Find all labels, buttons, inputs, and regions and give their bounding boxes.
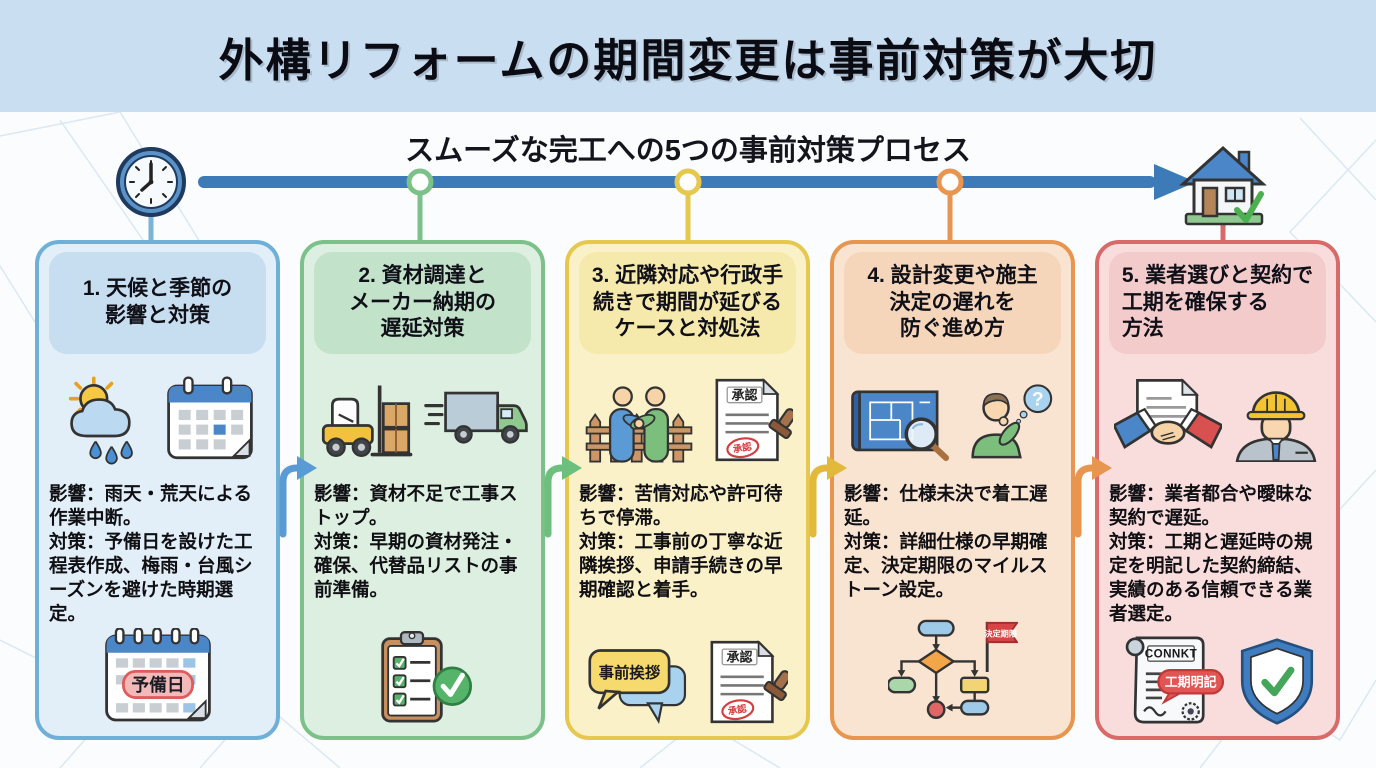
card-5-text: 影響：業者都合や曖昧な契約で遅延。 対策：工期と遅延時の規定を明記した契約締結、…: [1109, 482, 1326, 626]
greeting-bubble-label: 事前挨拶: [598, 663, 660, 682]
card-2-measure: 対策：早期の資材発注・確保、代替品リストの事前準備。: [314, 531, 518, 601]
card-1-header: 1. 天候と季節の 影響と対策: [49, 252, 266, 354]
card-4-impact: 影響：仕様未決で着工遅延。: [844, 483, 1048, 529]
card-1-bottom: 予備日: [49, 628, 266, 728]
process-subtitle: スムーズな完工への5つの事前対策プロセス: [405, 135, 971, 167]
card-neighbors: 3. 近隣対応や行政手 続きで期間が延びる ケースと対処法: [565, 240, 810, 740]
approval-doc-label: 承認: [731, 388, 757, 403]
arrow-step1-to-step2: [279, 456, 317, 538]
arrow-step2-to-step3: [544, 456, 582, 538]
contract-badge-label: 工期明記: [1164, 674, 1216, 689]
timeline-marker-2: [406, 168, 434, 196]
card-contractor: 5. 業者選びと契約で 工期を確保する 方法: [1095, 240, 1340, 740]
card-4-icons: ?: [844, 362, 1061, 478]
forklift-icon: [321, 385, 412, 458]
contract-scroll-icon: CONNKT 工期明記: [1125, 636, 1224, 724]
card-5-bottom: CONNKT 工期明記: [1109, 634, 1326, 728]
card-4-title: 4. 設計変更や施主 決定の遅れを 防ぐ進め方: [867, 263, 1038, 341]
card-4-bottom: 決定期限: [844, 618, 1061, 728]
card-1-text: 影響：雨天・荒天による作業中断。 対策：予備日を設けた工程表作成、梅雨・台風シー…: [49, 482, 266, 626]
card-materials: 2. 資材調達と メーカー納期の 遅延対策: [300, 240, 545, 740]
card-1-impact: 影響：雨天・荒天による作業中断。: [49, 483, 252, 529]
card-5-measure: 対策：工期と遅延時の規定を明記した契約締結、実績のある信頼できる業者選定。: [1109, 531, 1313, 625]
card-3-title: 3. 近隣対応や行政手 続きで期間が延びる ケースと対処法: [591, 263, 784, 341]
arrow-step4-to-step5: [1074, 456, 1112, 538]
timeline-marker-3: [674, 168, 702, 196]
timeline: [116, 145, 1267, 242]
card-3-header: 3. 近隣対応や行政手 続きで期間が延びる ケースと対処法: [579, 252, 796, 354]
calendar-icon: [166, 376, 253, 460]
blueprint-magnifier-icon: [850, 390, 949, 461]
checklist-complete-icon: [380, 631, 472, 723]
card-2-bottom: [314, 630, 531, 728]
approval-doc-label: 承認: [726, 650, 752, 665]
delivery-truck-icon: [423, 391, 528, 444]
page-title: 外構リフォームの期間変更は事前対策が大切: [218, 34, 1158, 86]
decision-flowchart-icon: 決定期限: [887, 619, 1018, 719]
card-2-text: 影響：資材不足で工事ストップ。 対策：早期の資材発注・確保、代替品リストの事前準…: [314, 482, 531, 602]
approval-stamp-document-icon: 承認 承認: [715, 378, 793, 462]
question-mark: ?: [1031, 389, 1043, 410]
timeline-marker-4: [936, 168, 964, 196]
header-band: 外構リフォームの期間変更は事前対策が大切: [0, 0, 1376, 112]
card-1-icons: [49, 362, 266, 478]
card-4-header: 4. 設計変更や施主 決定の遅れを 防ぐ進め方: [844, 252, 1061, 354]
card-1-measure: 対策：予備日を設けた工程表作成、梅雨・台風シーズンを避けた時期選定。: [49, 531, 253, 625]
shield-check-icon: [1240, 638, 1313, 725]
card-2-title: 2. 資材調達と メーカー納期の 遅延対策: [349, 263, 496, 341]
clock-icon: [116, 147, 186, 217]
arrow-step3-to-step4: [809, 456, 847, 538]
approval-stamp-label: 承認: [731, 441, 752, 456]
card-4-measure: 対策：詳細仕様の早期確定、決定期限のマイルストーン設定。: [844, 531, 1048, 601]
card-3-impact: 影響：苦情対応や許可待ちで停滞。: [579, 483, 783, 529]
card-5-impact: 影響：業者都合や曖昧な契約で遅延。: [1109, 483, 1313, 529]
house-check-icon: [1234, 191, 1264, 223]
neighbors-handshake-icon: [585, 386, 692, 463]
card-design: 4. 設計変更や施主 決定の遅れを 防ぐ進め方: [830, 240, 1075, 740]
approval-stamp-document-icon: 承認 承認: [710, 640, 788, 724]
step-cards: 1. 天候と季節の 影響と対策: [35, 240, 1340, 740]
greeting-bubbles-icon: 事前挨拶: [587, 649, 686, 725]
card-3-icons: 承認 承認: [579, 362, 796, 478]
reserve-day-label: 予備日: [131, 674, 184, 695]
construction-worker-icon: [1235, 391, 1316, 462]
card-1-title: 1. 天候と季節の 影響と対策: [82, 277, 233, 327]
deadline-flag-label: 決定期限: [984, 628, 1018, 638]
card-weather: 1. 天候と季節の 影響と対策: [35, 240, 280, 740]
card-3-measure: 対策：工事前の丁寧な近隣挨拶、申請手続きの早期確認と着手。: [579, 531, 783, 601]
card-5-header: 5. 業者選びと契約で 工期を確保する 方法: [1109, 252, 1326, 354]
card-3-text: 影響：苦情対応や許可待ちで停滞。 対策：工事前の丁寧な近隣挨拶、申請手続きの早期…: [579, 482, 796, 602]
card-2-impact: 影響：資材不足で工事ストップ。: [314, 483, 518, 529]
house-icon: [1179, 145, 1267, 226]
card-5-title: 5. 業者選びと契約で 工期を確保する 方法: [1121, 263, 1314, 341]
contract-handshake-icon: [1113, 378, 1222, 449]
card-3-bottom: 事前挨拶 承認 承認: [579, 638, 796, 728]
reserve-day-calendar-icon: 予備日: [104, 628, 211, 722]
card-2-header: 2. 資材調達と メーカー納期の 遅延対策: [314, 252, 531, 354]
contract-title: CONNKT: [1144, 648, 1196, 661]
thinking-person-icon: ?: [970, 384, 1052, 459]
card-4-text: 影響：仕様未決で着工遅延。 対策：詳細仕様の早期確定、決定期限のマイルストーン設…: [844, 482, 1061, 602]
card-5-icons: [1109, 362, 1326, 478]
card-2-icons: [314, 362, 531, 478]
sun-rain-cloud-icon: [68, 376, 133, 465]
approval-stamp-label: 承認: [726, 703, 747, 718]
